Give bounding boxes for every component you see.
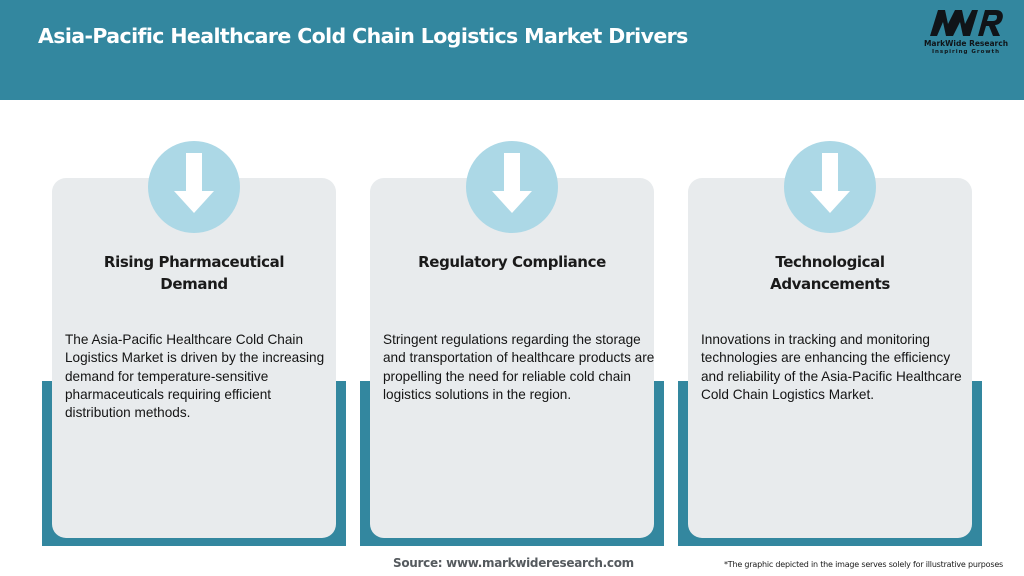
driver-description: Stringent regulations regarding the stor… — [383, 332, 655, 402]
icon-circle — [784, 141, 876, 233]
icon-circle — [148, 141, 240, 233]
card-panel — [688, 178, 972, 538]
page-title: Asia-Pacific Healthcare Cold Chain Logis… — [38, 24, 688, 48]
driver-title: Regulatory Compliance — [418, 253, 606, 271]
driver-title: Technological Advancements — [770, 253, 890, 293]
driver-card-technological-advancements: Technological Advancements Innovations i… — [678, 141, 982, 547]
icon-circle — [466, 141, 558, 233]
driver-title: Rising Pharmaceutical Demand — [103, 253, 285, 293]
card-panel — [52, 178, 336, 538]
driver-description: The Asia-Pacific Healthcare Cold Chain L… — [65, 332, 325, 421]
source-credit: Source: www.markwideresearch.com — [393, 556, 634, 570]
arrow-down-icon — [174, 153, 214, 213]
disclaimer-note: *The graphic depicted in the image serve… — [724, 560, 1004, 569]
arrow-down-icon — [810, 153, 850, 213]
arrow-down-icon — [492, 153, 532, 213]
card-panel — [370, 178, 654, 538]
driver-card-rising-pharmaceutical-demand: Rising Pharmaceutical Demand The Asia-Pa… — [42, 141, 346, 547]
markwide-research-logo: MarkWide Research Inspiring Growth — [920, 8, 1012, 58]
mwr-logo-icon — [930, 10, 1003, 36]
header-banner: Asia-Pacific Healthcare Cold Chain Logis… — [0, 0, 1024, 100]
driver-description: Innovations in tracking and monitoring t… — [701, 332, 962, 402]
driver-card-regulatory-compliance: Regulatory Compliance Stringent regulati… — [360, 141, 664, 547]
logo-tagline: Inspiring Growth — [931, 49, 1001, 55]
logo-company-name: MarkWide Research — [923, 39, 1009, 48]
